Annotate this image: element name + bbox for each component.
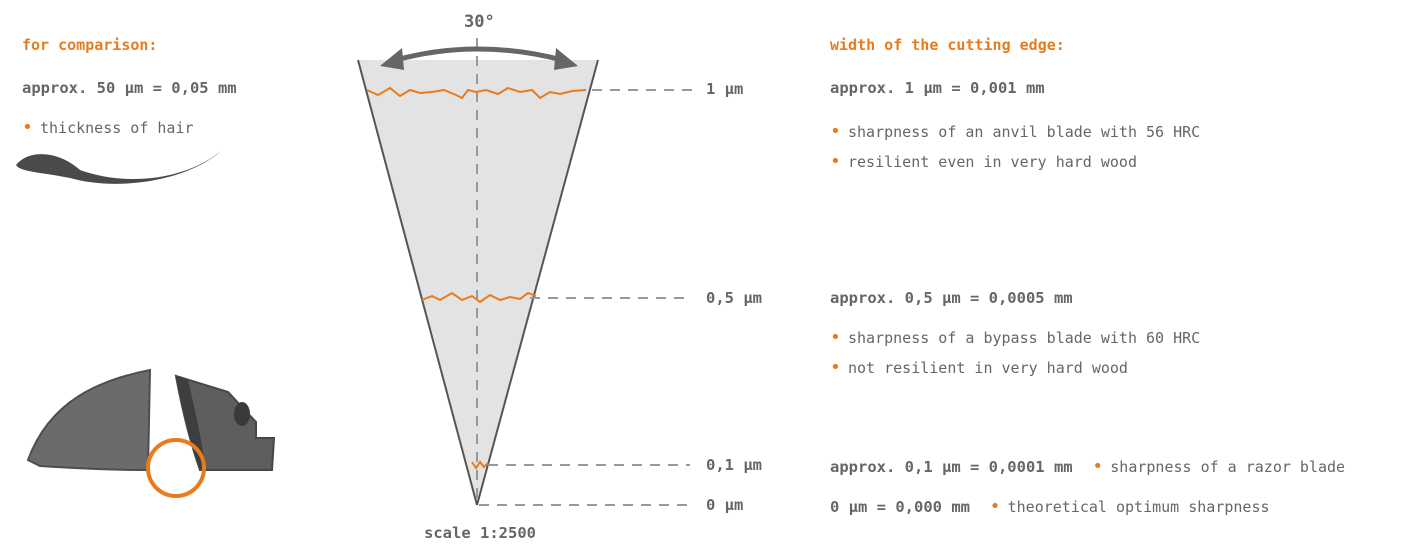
comparison-heading: for comparison: (22, 36, 158, 54)
blade-bevel (176, 376, 206, 470)
l2-bullet-1: • sharpness of a bypass blade with 60 HRC (830, 327, 1200, 348)
blade-hole (234, 402, 250, 426)
bullet-dot: • (830, 357, 841, 378)
blade-right-edge (476, 59, 599, 506)
l2-bullet-1-text: sharpness of a bypass blade with 60 HRC (848, 329, 1201, 347)
cutting-edge-heading: width of the cutting edge: (830, 36, 1065, 54)
bullet-dot: • (989, 496, 1001, 517)
highlight-circle (146, 438, 206, 498)
l1-bullet-2-text: resilient even in very hard wood (848, 153, 1137, 171)
comparison-value: approx. 50 µm = 0,05 mm (22, 79, 237, 97)
bullet-dot: • (830, 151, 841, 172)
l2-bullet-2: • not resilient in very hard wood (830, 357, 1128, 378)
bullet-dot: • (1092, 456, 1104, 477)
anvil-piece (26, 368, 152, 472)
edge-1um (366, 86, 587, 100)
l3-note: sharpness of a razor blade (1110, 458, 1346, 476)
l1-bullet-1: • sharpness of an anvil blade with 56 HRC (830, 121, 1200, 142)
l2-bullet-2-text: not resilient in very hard wood (848, 359, 1128, 377)
level-label-05um: 0,5 µm (706, 289, 762, 307)
bullet-dot: • (830, 327, 841, 348)
comparison-bullet-text: thickness of hair (40, 119, 194, 137)
angle-arrow (395, 46, 563, 63)
edge-05um (421, 291, 537, 304)
l4-value: 0 µm = 0,000 mm (830, 498, 970, 516)
l1-value: approx. 1 µm = 0,001 mm (830, 79, 1045, 97)
scale-label: scale 1:2500 (424, 524, 536, 542)
hair-icon (16, 150, 222, 184)
level-label-1um: 1 µm (706, 80, 744, 98)
bullet-dot: • (22, 117, 33, 138)
l1-bullet-1-text: sharpness of an anvil blade with 56 HRC (848, 123, 1201, 141)
angle-arrow-right-head (554, 48, 578, 70)
comparison-bullet: • thickness of hair (22, 117, 194, 138)
l2-value: approx. 0,5 µm = 0,0005 mm (830, 289, 1073, 307)
level-label-01um: 0,1 µm (706, 456, 762, 474)
bullet-dot: • (830, 121, 841, 142)
level-label-0um: 0 µm (706, 496, 744, 514)
blade-left-edge (357, 59, 478, 506)
l1-bullet-2: • resilient even in very hard wood (830, 151, 1137, 172)
angle-arrow-left-head (380, 48, 404, 70)
blade-wedge (358, 60, 598, 505)
angle-label: 30° (464, 12, 495, 32)
l4-note: theoretical optimum sharpness (1007, 498, 1270, 516)
l3-value: approx. 0,1 µm = 0,0001 mm (830, 458, 1073, 476)
l3-row: approx. 0,1 µm = 0,0001 mm • sharpness of… (830, 456, 1345, 477)
l4-row: 0 µm = 0,000 mm • theoretical optimum sha… (830, 496, 1270, 517)
edge-01um (471, 460, 489, 470)
